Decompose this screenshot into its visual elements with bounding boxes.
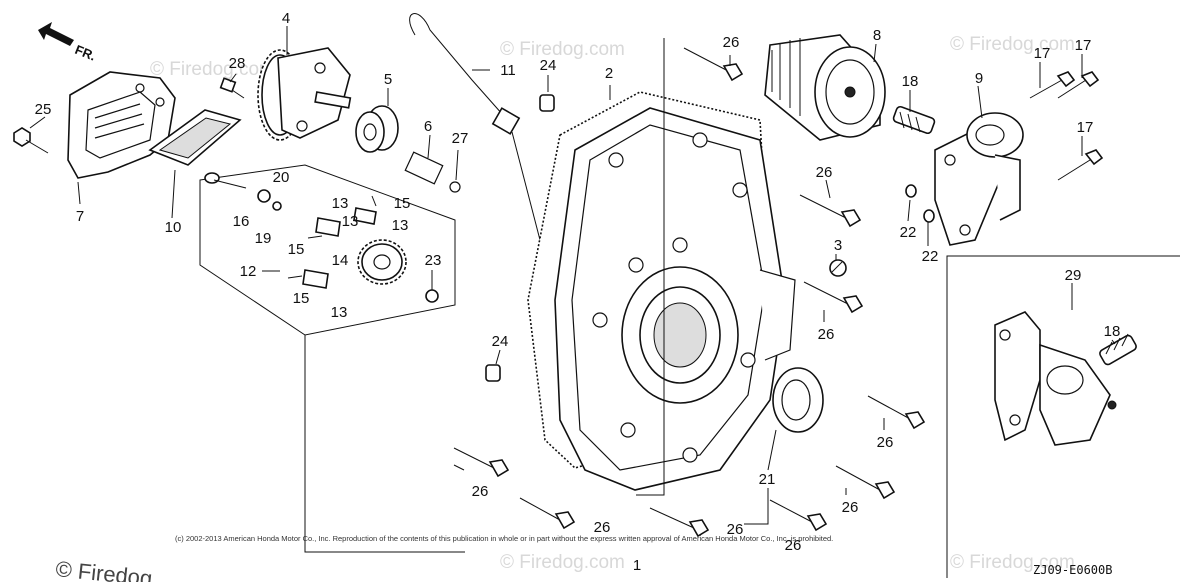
callout-26: 26 [877, 434, 894, 451]
part-24-dowel [485, 364, 501, 382]
callout-6: 6 [424, 118, 432, 135]
callout-26: 26 [816, 164, 833, 181]
callout-16: 16 [233, 213, 250, 230]
oil-pump-subassembly-outline [199, 164, 456, 336]
part-6-spring [404, 151, 444, 185]
callout-15: 15 [293, 290, 310, 307]
callout-26: 26 [472, 483, 489, 500]
callout-27: 27 [452, 130, 469, 147]
part-8-oil-filter [764, 34, 886, 141]
part-28-bolt [219, 77, 245, 99]
callout-labels: 1 2 3 4 5 6 7 8 9 10 11 12 13 13 13 13 1… [35, 10, 1121, 574]
callout-1: 1 [633, 557, 641, 574]
watermark-faint: © Firedog.com [950, 34, 1075, 55]
callout-5: 5 [384, 71, 392, 88]
part-4-gear [257, 47, 352, 141]
callout-10: 10 [165, 219, 182, 236]
callout-15: 15 [394, 195, 411, 212]
part-21-oil-seal [772, 367, 824, 433]
part-23-washer [425, 289, 439, 303]
callout-26: 26 [727, 521, 744, 538]
watermark-faint: © Firedog.com [500, 552, 625, 573]
callout-20: 20 [273, 169, 290, 186]
callout-15: 15 [288, 241, 305, 258]
callout-24: 24 [492, 333, 509, 350]
callout-21: 21 [759, 471, 776, 488]
part-25-bolt [13, 127, 49, 154]
part-3-plug [829, 259, 847, 277]
callout-26: 26 [818, 326, 835, 343]
part-24-dowel [539, 94, 555, 112]
callout-17: 17 [1034, 45, 1051, 62]
callout-12: 12 [240, 263, 257, 280]
front-direction-arrow: FR. [38, 22, 98, 64]
direction-label: FR. [73, 42, 98, 64]
callout-18: 18 [1104, 323, 1121, 340]
callout-17: 17 [1075, 37, 1092, 54]
copyright-notice: (c) 2002-2013 American Honda Motor Co., … [175, 534, 833, 543]
watermark-faint: © Firedog.com [150, 59, 275, 80]
callout-22: 22 [900, 224, 917, 241]
callout-8: 8 [873, 27, 881, 44]
callout-13: 13 [331, 304, 348, 321]
part-11-dipstick [409, 13, 541, 241]
watermark-faint: © Firedog.com [500, 39, 625, 60]
watermark: © Firedog [54, 556, 153, 582]
watermark-layer: © Firedog.com © Firedog.com © Firedog.co… [150, 34, 1075, 573]
callout-29: 29 [1065, 267, 1082, 284]
callout-4: 4 [282, 10, 290, 27]
part-13-governor-weights [302, 207, 377, 289]
callout-26: 26 [785, 537, 802, 554]
arrow-icon [38, 22, 74, 46]
part-22-o-ring [923, 209, 935, 223]
part-19-washer [257, 189, 271, 203]
part-15-pins [287, 195, 377, 279]
part-26-bolts [453, 47, 926, 538]
callout-26: 26 [723, 34, 740, 51]
part-10-screen [148, 109, 242, 166]
callout-17: 17 [1077, 119, 1094, 136]
part-18-nipple [892, 105, 936, 135]
callout-25: 25 [35, 101, 52, 118]
drawing-code: ZJ09-E0600B [1033, 563, 1112, 577]
callout-11: 11 [500, 62, 516, 79]
watermark-faint: © Firedog.com [950, 552, 1075, 573]
part-14-governor-gear [357, 239, 407, 285]
callout-9: 9 [975, 70, 983, 87]
leader-lines [29, 26, 1116, 553]
callout-18: 18 [902, 73, 919, 90]
part-5-rotor [355, 105, 399, 153]
callout-2: 2 [605, 65, 613, 82]
part-20-ring [272, 201, 282, 211]
part-17-bolts [1029, 71, 1104, 181]
callout-13: 13 [342, 213, 359, 230]
part-27-ball [449, 181, 461, 193]
part-9-filter-base [934, 112, 1024, 246]
callout-23: 23 [425, 252, 442, 269]
part-7-bracket [67, 71, 176, 179]
callout-22: 22 [922, 248, 939, 265]
part-22-o-ring [905, 184, 917, 198]
callout-26: 26 [594, 519, 611, 536]
part-1-crankcase-cover [554, 107, 796, 491]
part-16-bolt [204, 172, 247, 189]
callout-19: 19 [255, 230, 272, 247]
callout-7: 7 [76, 208, 84, 225]
callout-13: 13 [392, 217, 409, 234]
callout-14: 14 [332, 252, 349, 269]
callout-13: 13 [332, 195, 349, 212]
callout-28: 28 [229, 55, 246, 72]
callout-26: 26 [842, 499, 859, 516]
inset-box-part-29 [946, 255, 1180, 578]
callout-24: 24 [540, 57, 557, 74]
part-29-filter-base-assembly [994, 311, 1117, 446]
callout-3: 3 [834, 237, 842, 254]
